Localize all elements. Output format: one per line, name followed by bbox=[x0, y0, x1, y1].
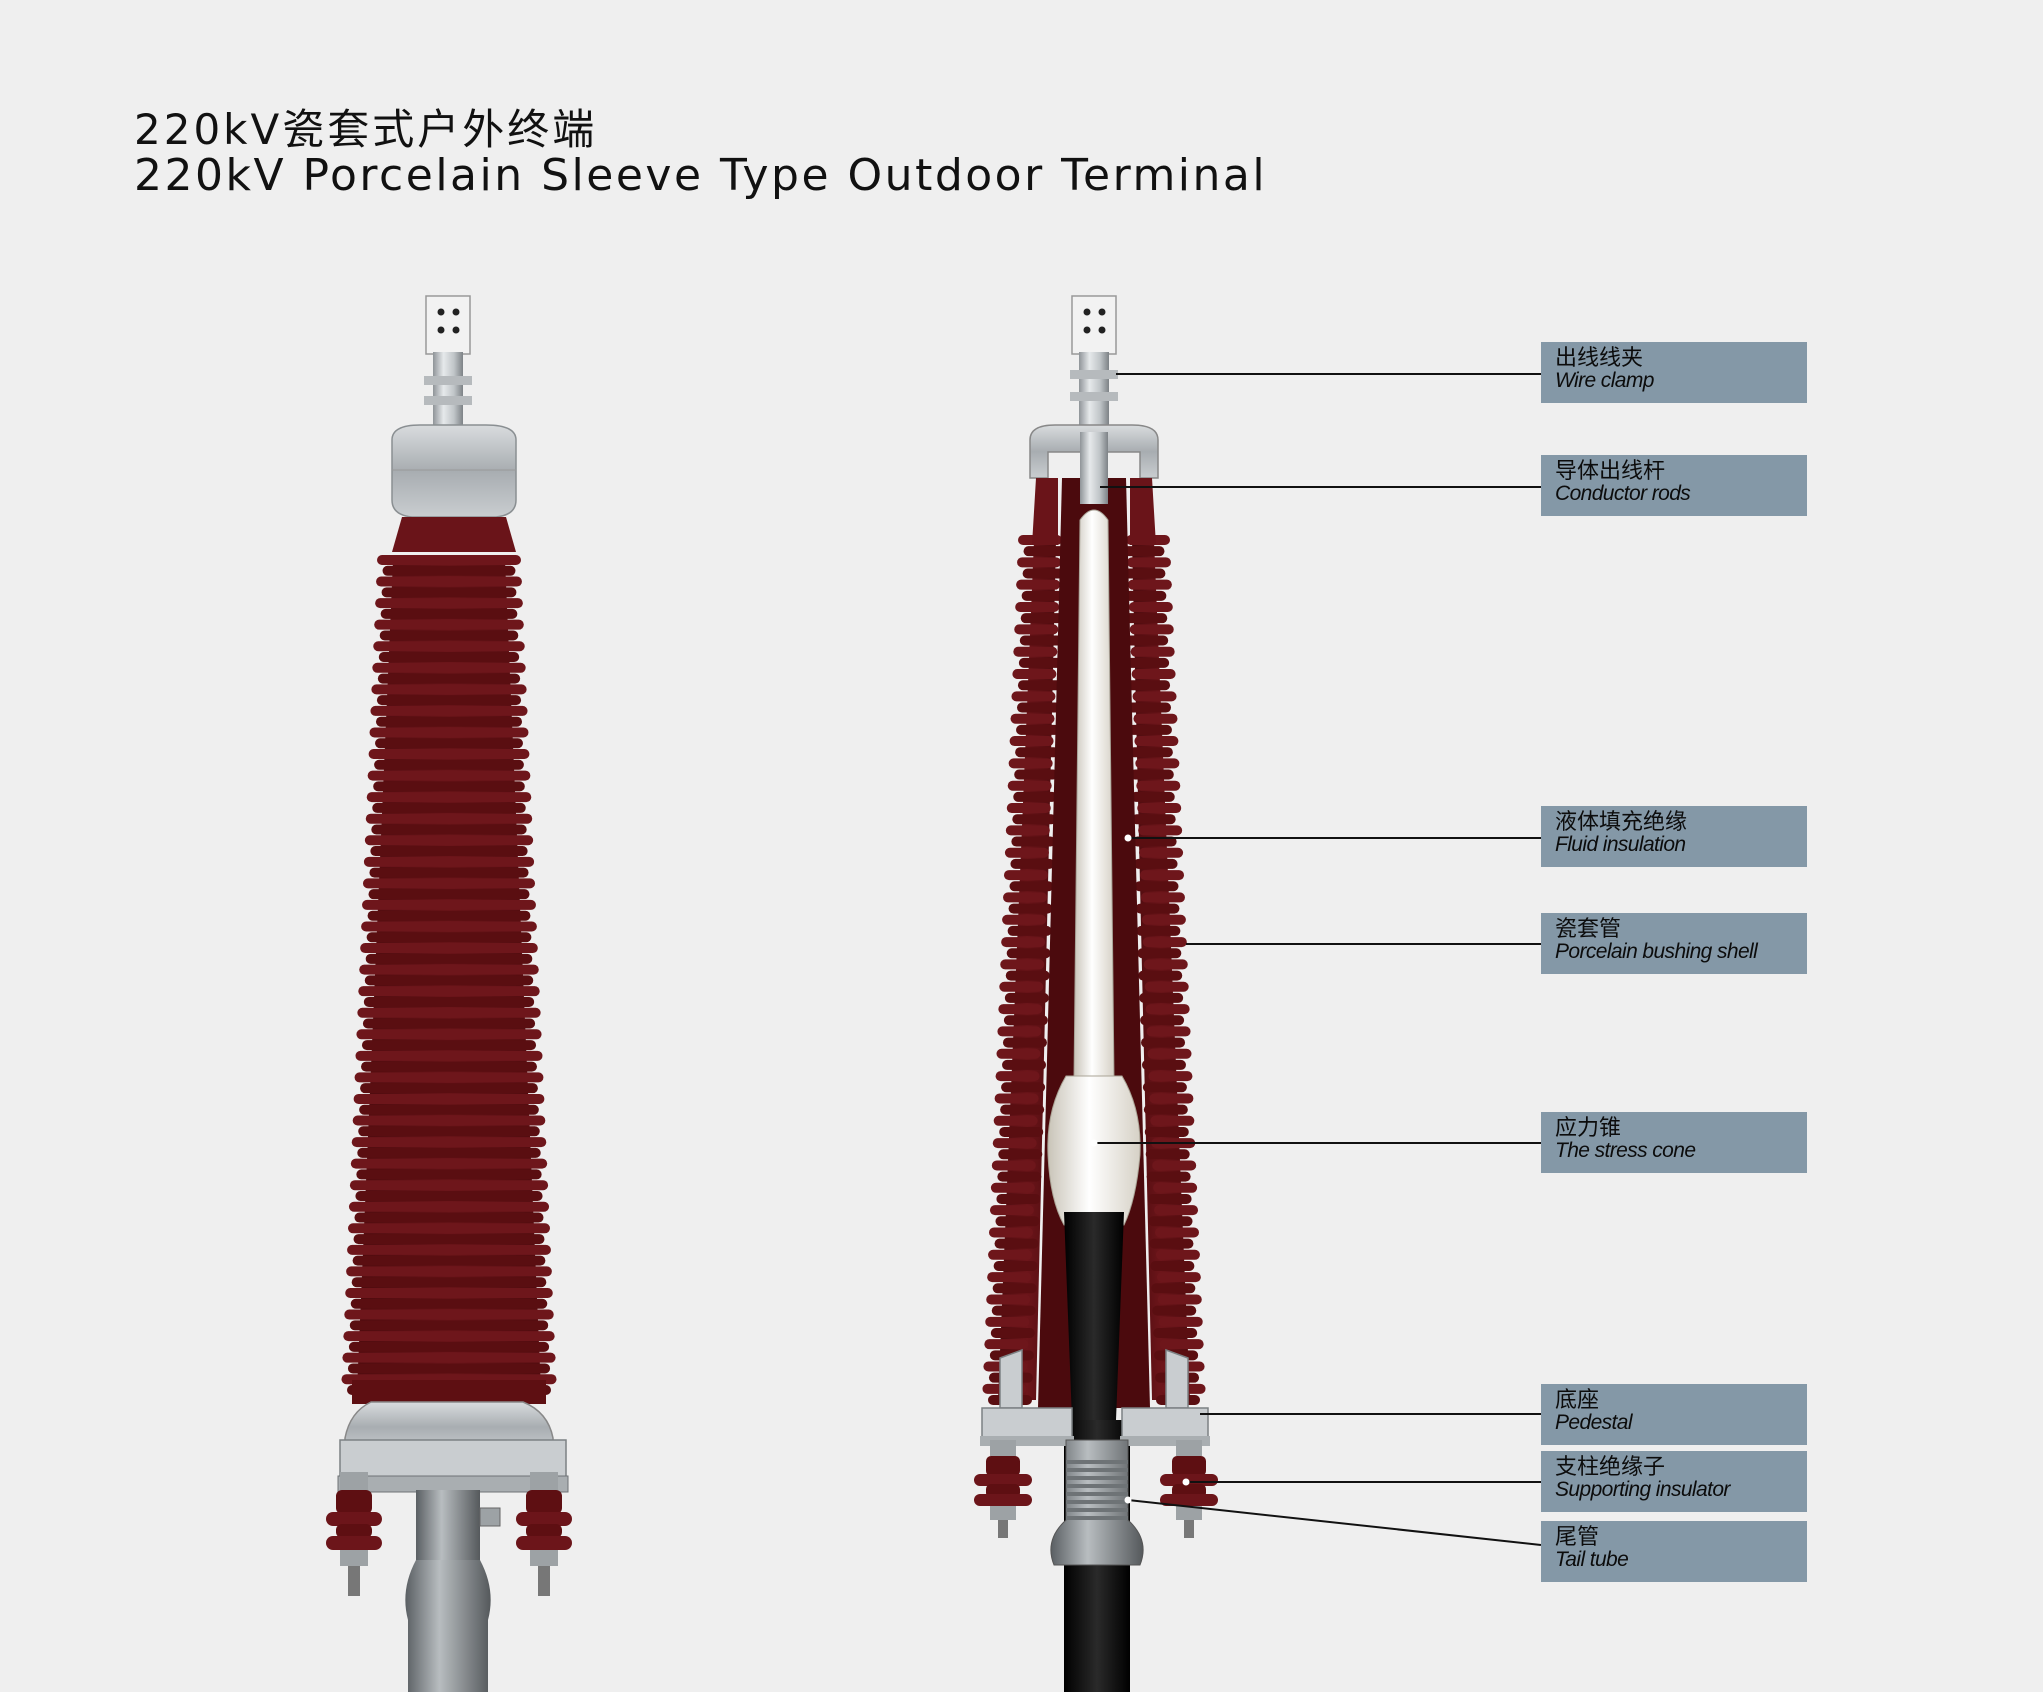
top-cap bbox=[391, 424, 517, 518]
label-zh: 液体填充绝缘 bbox=[1555, 810, 1688, 835]
wire-clamp-plate bbox=[425, 295, 471, 355]
label-en: Conductor rods bbox=[1555, 482, 1691, 505]
label-zh: 瓷套管 bbox=[1555, 917, 1622, 942]
label-porcelain-bushing-shell: 瓷套管 Porcelain bushing shell bbox=[1541, 913, 1807, 974]
title-english: 220kV Porcelain Sleeve Type Outdoor Term… bbox=[134, 150, 1268, 201]
supporting-insulator-right bbox=[516, 1472, 572, 1596]
label-en: Fluid insulation bbox=[1555, 833, 1686, 856]
section-supporting-insulator-left bbox=[974, 1440, 1032, 1538]
cross-section-terminal bbox=[974, 295, 1542, 1692]
label-en: Supporting insulator bbox=[1555, 1478, 1730, 1501]
section-supporting-insulator-right bbox=[1160, 1440, 1218, 1538]
section-wire-clamp-plate bbox=[1071, 295, 1117, 355]
stress-cone bbox=[1047, 1075, 1141, 1226]
label-zh: 导体出线杆 bbox=[1555, 459, 1666, 484]
label-conductor-rods: 导体出线杆 Conductor rods bbox=[1541, 455, 1807, 516]
label-en: Pedestal bbox=[1555, 1411, 1633, 1434]
label-pedestal: 底座 Pedestal bbox=[1541, 1384, 1807, 1445]
label-stress-cone: 应力锥 The stress cone bbox=[1541, 1112, 1807, 1173]
section-porcelain-sheds bbox=[982, 478, 1206, 1405]
tail-tube-corrugation bbox=[1066, 1460, 1128, 1520]
label-en: Porcelain bushing shell bbox=[1555, 940, 1758, 963]
title-chinese: 220kV瓷套式户外终端 bbox=[134, 105, 598, 154]
black-cable bbox=[1064, 1212, 1124, 1420]
label-en: Tail tube bbox=[1555, 1548, 1629, 1571]
porcelain-bushing-sheds bbox=[341, 517, 557, 1404]
conductor-rod bbox=[1080, 432, 1108, 504]
cable-insulation bbox=[1073, 509, 1115, 1081]
label-en: Wire clamp bbox=[1555, 369, 1654, 392]
label-fluid-insulation: 液体填充绝缘 Fluid insulation bbox=[1541, 806, 1807, 867]
label-zh: 尾管 bbox=[1555, 1525, 1600, 1550]
supporting-insulator-left bbox=[326, 1472, 382, 1596]
label-tail-tube: 尾管 Tail tube bbox=[1541, 1521, 1807, 1582]
label-wire-clamp: 出线线夹 Wire clamp bbox=[1541, 342, 1807, 403]
exterior-terminal bbox=[326, 295, 572, 1692]
label-zh: 应力锥 bbox=[1555, 1116, 1622, 1141]
label-supporting-insulator: 支柱绝缘子 Supporting insulator bbox=[1541, 1451, 1807, 1512]
label-zh: 出线线夹 bbox=[1555, 346, 1644, 371]
label-en: The stress cone bbox=[1555, 1139, 1696, 1162]
label-zh: 支柱绝缘子 bbox=[1555, 1455, 1666, 1480]
label-zh: 底座 bbox=[1555, 1388, 1600, 1413]
leader-lines bbox=[1094, 373, 1542, 1546]
